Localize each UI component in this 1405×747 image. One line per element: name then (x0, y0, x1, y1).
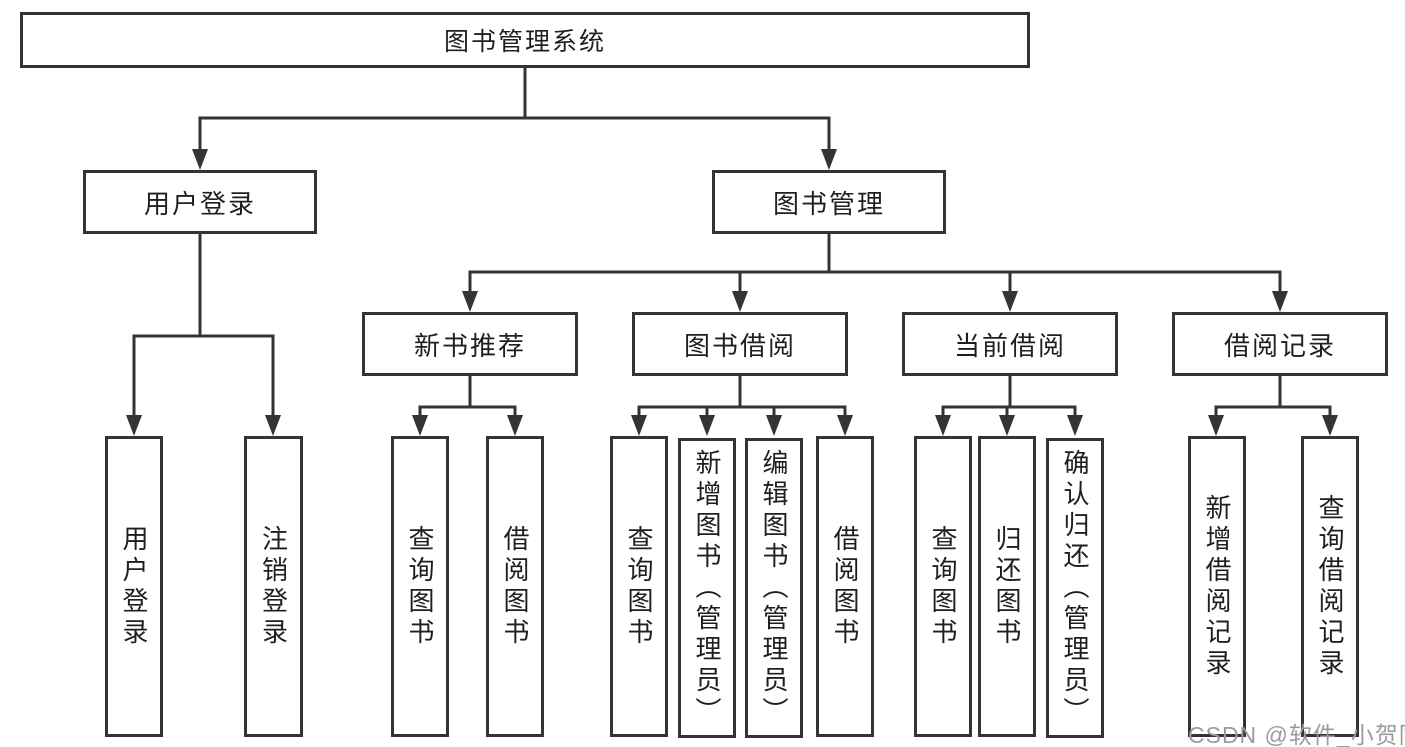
arrowheads (126, 149, 1338, 436)
leaf-query-borrow-record: 查询借阅记录 (1301, 436, 1359, 737)
connector-userlogin-to-leaves (132, 232, 275, 418)
leaf-borrow-books-recommend-label: 借阅图书 (500, 524, 530, 649)
connector-borrow-to-leaves (637, 374, 847, 418)
leaf-edit-books-admin-label: 编辑图书（管理员） (759, 448, 789, 728)
leaf-add-borrow-record-label: 新增借阅记录 (1202, 493, 1232, 680)
leaf-query-books-borrow: 查询图书 (610, 436, 668, 737)
node-root-system: 图书管理系统 (20, 12, 1030, 68)
leaf-query-borrow-record-label: 查询借阅记录 (1315, 493, 1345, 680)
leaf-confirm-return-admin: 确认归还（管理员） (1046, 438, 1104, 738)
leaf-query-books-recommend: 查询图书 (391, 436, 449, 737)
node-book-management-label: 图书管理 (772, 188, 885, 219)
connector-records-to-leaves (1214, 374, 1332, 418)
node-book-management: 图书管理 (712, 170, 946, 234)
leaf-borrow-books-borrow: 借阅图书 (816, 436, 874, 737)
connector-bookmgmt-to-level3 (468, 232, 1282, 294)
csdn-watermark: CSDN @软件_小贺同学 (1188, 722, 1405, 747)
connector-newbooks-to-leaves (418, 374, 517, 418)
leaf-edit-books-admin: 编辑图书（管理员） (745, 438, 803, 738)
leaf-query-books-borrow-label: 查询图书 (624, 524, 654, 649)
leaf-return-books: 归还图书 (978, 436, 1036, 737)
leaf-add-books-admin-label: 新增图书（管理员） (692, 448, 722, 728)
node-borrow-records: 借阅记录 (1172, 312, 1388, 376)
leaf-query-books-current-label: 查询图书 (928, 524, 958, 649)
leaf-logout: 注销登录 (244, 436, 303, 737)
node-book-borrowing: 图书借阅 (632, 312, 848, 376)
leaf-user-login: 用户登录 (105, 436, 163, 737)
leaf-add-borrow-record: 新增借阅记录 (1188, 436, 1246, 737)
node-borrow-records-label: 借阅记录 (1223, 330, 1336, 361)
node-root-label: 图书管理系统 (443, 28, 606, 56)
leaf-borrow-books-recommend: 借阅图书 (486, 436, 544, 737)
leaf-user-login-label: 用户登录 (119, 524, 149, 649)
connector-root-to-level2 (198, 66, 831, 152)
node-user-login-label: 用户登录 (143, 188, 256, 219)
leaf-add-books-admin: 新增图书（管理员） (678, 438, 736, 738)
leaf-query-books-recommend-label: 查询图书 (405, 524, 435, 649)
node-new-book-recommend: 新书推荐 (362, 312, 578, 376)
node-new-book-recommend-label: 新书推荐 (413, 330, 526, 361)
node-current-borrowing: 当前借阅 (902, 312, 1118, 376)
leaf-query-books-current: 查询图书 (914, 436, 972, 737)
leaf-logout-label: 注销登录 (258, 524, 289, 649)
node-book-borrowing-label: 图书借阅 (683, 330, 796, 361)
node-user-login: 用户登录 (83, 170, 317, 234)
leaf-return-books-label: 归还图书 (992, 524, 1022, 649)
leaf-borrow-books-borrow-label: 借阅图书 (830, 524, 860, 649)
node-current-borrowing-label: 当前借阅 (953, 330, 1066, 361)
leaf-confirm-return-admin-label: 确认归还（管理员） (1060, 448, 1090, 728)
connector-current-to-leaves (941, 374, 1077, 418)
